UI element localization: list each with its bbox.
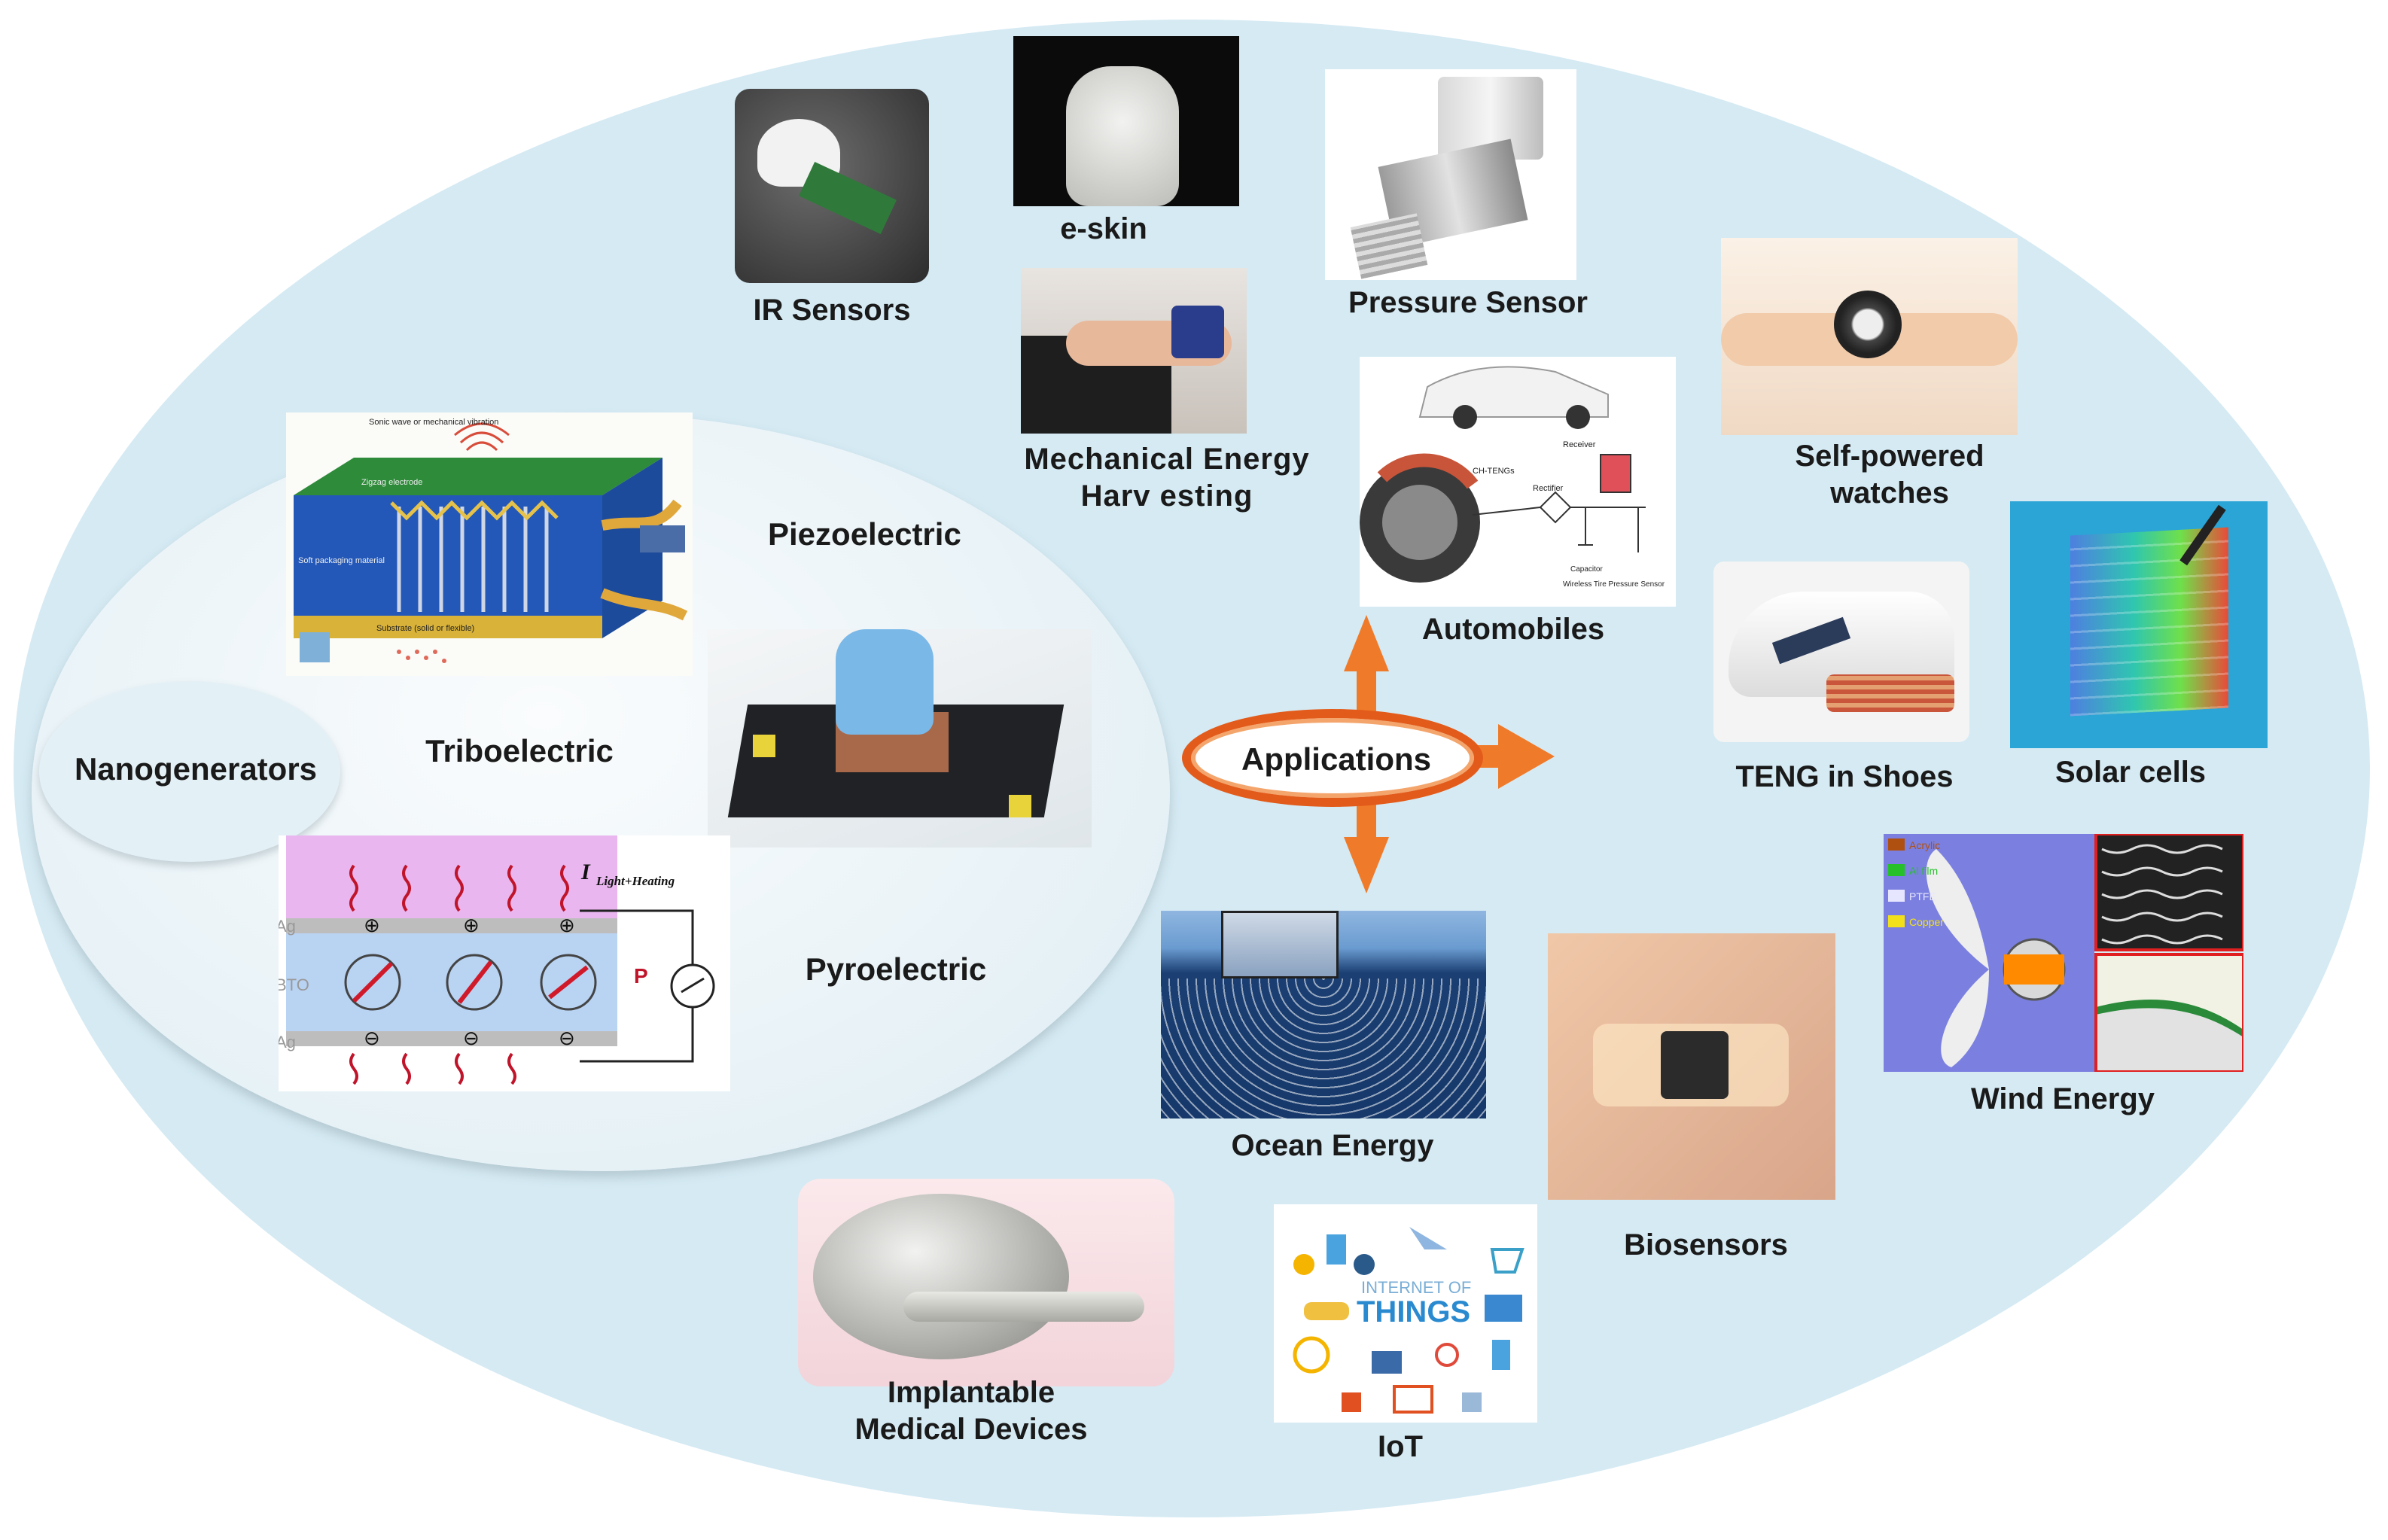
svg-text:⊖: ⊖ xyxy=(364,1027,380,1050)
applications-label: Applications xyxy=(1241,741,1432,777)
e-skin-photo xyxy=(1013,36,1239,206)
shoe-photo xyxy=(1713,562,1969,742)
pyroelectric-figure: ⊕ ⊕ ⊕ ⊖ ⊖ ⊖ I Light+Heating P Ag BTO Ag xyxy=(279,835,730,1091)
piezo-text-2: Zigzag electrode xyxy=(361,478,422,487)
piezo-text-4: Substrate (solid or flexible) xyxy=(376,624,474,633)
biosensors-label: Biosensors xyxy=(1624,1228,1788,1262)
ocean-energy-photo xyxy=(1161,911,1486,1118)
pressure-sensor-label: Pressure Sensor xyxy=(1348,286,1588,319)
pressure-sensor-photo xyxy=(1325,69,1576,280)
watch-photo xyxy=(1721,238,2018,435)
ir-sensors-label: IR Sensors xyxy=(753,294,911,327)
wind-legend-acrylic: Acrylic xyxy=(1909,839,1940,851)
pyroelectric-label: Pyroelectric xyxy=(805,951,987,987)
pyro-layer-top: Ag xyxy=(279,917,296,936)
automobiles-label: Automobiles xyxy=(1421,613,1605,646)
svg-text:⊕: ⊕ xyxy=(559,915,575,937)
nanogenerators-label-oval xyxy=(39,681,340,862)
auto-text-rectifier: Rectifier xyxy=(1533,484,1564,493)
wind-energy-label: Wind Energy xyxy=(1970,1082,2155,1115)
iot-text-things: THINGS xyxy=(1357,1295,1470,1328)
iot-text-internet: INTERNET OF xyxy=(1361,1278,1471,1297)
triboelectric-photo xyxy=(708,629,1092,848)
nanogenerators-label: Nanogenerators xyxy=(74,751,318,787)
svg-text:⊖: ⊖ xyxy=(463,1027,480,1050)
iot-figure: INTERNET OF THINGS xyxy=(1274,1204,1537,1423)
applications-hub xyxy=(1182,709,1483,807)
piezoelectric-device-figure: Sonic wave or mechanical vibration Zigza… xyxy=(286,412,693,676)
piezo-text-1: Sonic wave or mechanical vibration xyxy=(369,418,498,427)
triboelectric-label: Triboelectric xyxy=(425,733,614,768)
svg-text:⊕: ⊕ xyxy=(463,915,480,937)
solar-cells-label: Solar cells xyxy=(2054,756,2207,789)
watches-label: Self-powered watches xyxy=(1795,440,1984,510)
pyro-layer-middle: BTO xyxy=(279,975,309,994)
e-skin-label: e-skin xyxy=(1060,212,1147,245)
iot-label: IoT xyxy=(1378,1430,1423,1463)
applications-arrows xyxy=(1344,615,1555,893)
svg-text:⊕: ⊕ xyxy=(364,915,380,937)
pyro-polarization: P xyxy=(634,964,648,988)
auto-text-receiver: Receiver xyxy=(1563,440,1596,449)
piezo-text-3: Soft packaging material xyxy=(298,556,385,565)
auto-text-sensor: Wireless Tire Pressure Sensor xyxy=(1563,580,1665,589)
piezoelectric-label: Piezoelectric xyxy=(768,516,961,552)
automobile-figure: Receiver CH-TENGs Rectifier Capacitor Wi… xyxy=(1360,357,1676,607)
solar-cell-photo xyxy=(2010,501,2268,748)
ocean-energy-label: Ocean Energy xyxy=(1231,1129,1434,1162)
wind-legend-ptfe: PTFE xyxy=(1909,890,1936,902)
pyro-layer-bottom: Ag xyxy=(279,1033,296,1052)
ir-sensor-photo xyxy=(735,89,929,283)
auto-text-capacitor: Capacitor xyxy=(1570,565,1603,574)
auto-text-tengs: CH-TENGs xyxy=(1473,467,1515,476)
biosensor-photo xyxy=(1548,933,1835,1200)
implantable-label: Implantable Medical Devices xyxy=(854,1376,1088,1446)
pyro-current-subscript: Light+Heating xyxy=(595,874,675,888)
mechanical-energy-photo xyxy=(1021,268,1247,434)
shoes-label: TENG in Shoes xyxy=(1735,760,1954,793)
pyro-current-symbol: I xyxy=(580,860,591,884)
implantable-device-photo xyxy=(798,1179,1174,1386)
mechanical-energy-label: Mechanical Energy Harv esting xyxy=(1024,443,1310,513)
wind-energy-figure: Acrylic Al film PTFE Copper xyxy=(1884,834,2243,1072)
wind-legend-al: Al film xyxy=(1909,865,1938,877)
svg-text:⊖: ⊖ xyxy=(559,1027,575,1050)
wind-legend-copper: Copper xyxy=(1909,916,1944,928)
